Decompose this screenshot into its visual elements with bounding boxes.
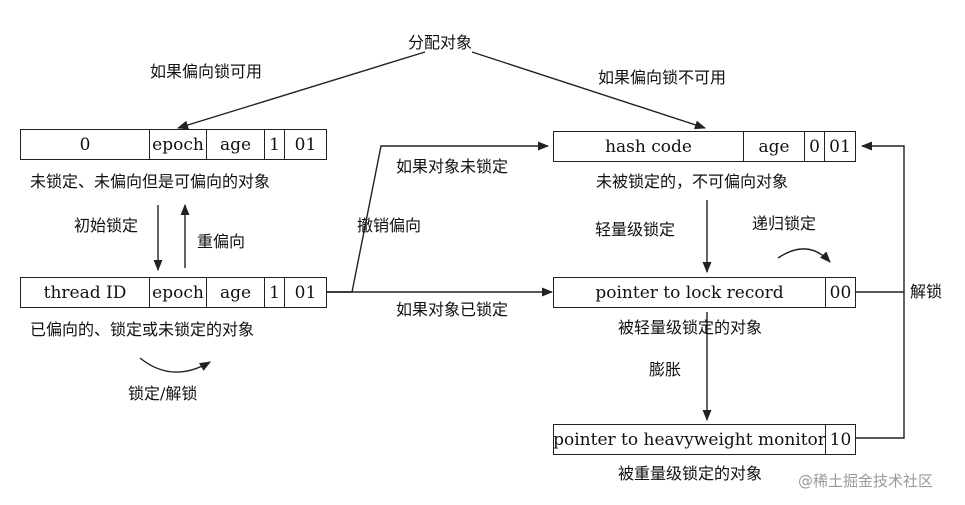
edge-alloc-to-biasable: [176, 51, 426, 130]
label-if-unlocked: 如果对象未锁定: [396, 157, 509, 176]
cell-age: age: [207, 278, 265, 307]
cell-hash-code: hash code: [554, 132, 744, 161]
box-heavyweight: pointer to heavyweight monitor 10: [553, 424, 856, 455]
cell-bias-bit: 1: [265, 278, 285, 307]
cell-lock-record-pointer: pointer to lock record: [554, 278, 826, 307]
cell-lock-bits: 01: [294, 134, 317, 155]
label-recursive-lock: 递归锁定: [752, 214, 817, 233]
label-lightweight-lock: 轻量级锁定: [595, 220, 676, 239]
edge-lock-unlock-loop: [139, 357, 211, 373]
cell-epoch: epoch: [150, 278, 207, 307]
label-alloc: 分配对象: [408, 33, 473, 52]
cell-epoch: epoch: [150, 130, 207, 159]
label-unlock: 解锁: [910, 282, 943, 301]
label-lock-unlock: 锁定/解锁: [128, 384, 198, 403]
cell-thread-id: thread ID: [21, 278, 150, 307]
caption-lightweight: 被轻量级锁定的对象: [618, 318, 763, 337]
box-lightweight: pointer to lock record 00: [553, 277, 856, 308]
edge-alloc-to-unbiasable: [471, 51, 707, 130]
caption-unlocked-biasable: 未锁定、未偏向但是可偏向的对象: [30, 172, 271, 191]
box-unbiasable: hash code age 0 01: [553, 131, 856, 162]
box-unlocked-biasable: 0 epoch age 1 01: [20, 129, 327, 160]
edge-recursive-lock-loop: [777, 248, 831, 263]
cell-age: age: [744, 132, 805, 161]
label-not-biasable: 如果偏向锁不可用: [598, 68, 727, 87]
caption-biased: 已偏向的、锁定或未锁定的对象: [30, 320, 255, 339]
label-if-locked: 如果对象已锁定: [396, 300, 509, 319]
label-revoke-bias: 撤销偏向: [357, 216, 422, 235]
cell-lock-bits: 00: [829, 282, 852, 303]
cell-lock-bits: 01: [294, 282, 317, 303]
cell-value: 0: [21, 130, 150, 159]
cell-bias-bit: 0: [805, 132, 825, 161]
cell-lock-bits: 01: [829, 136, 851, 157]
caption-heavyweight: 被重量级锁定的对象: [618, 464, 763, 483]
watermark: @稀土掘金技术社区: [798, 472, 934, 490]
caption-unbiasable: 未被锁定的，不可偏向对象: [596, 172, 789, 191]
label-initial-lock: 初始锁定: [74, 216, 139, 235]
box-biased: thread ID epoch age 1 01: [20, 277, 327, 308]
cell-lock-bits: 10: [829, 429, 852, 450]
cell-age: age: [207, 130, 265, 159]
cell-monitor-pointer: pointer to heavyweight monitor: [553, 425, 826, 454]
label-biasable: 如果偏向锁可用: [150, 62, 263, 81]
label-inflate: 膨胀: [649, 360, 682, 379]
cell-bias-bit: 1: [265, 130, 285, 159]
label-rebias: 重偏向: [197, 232, 246, 251]
